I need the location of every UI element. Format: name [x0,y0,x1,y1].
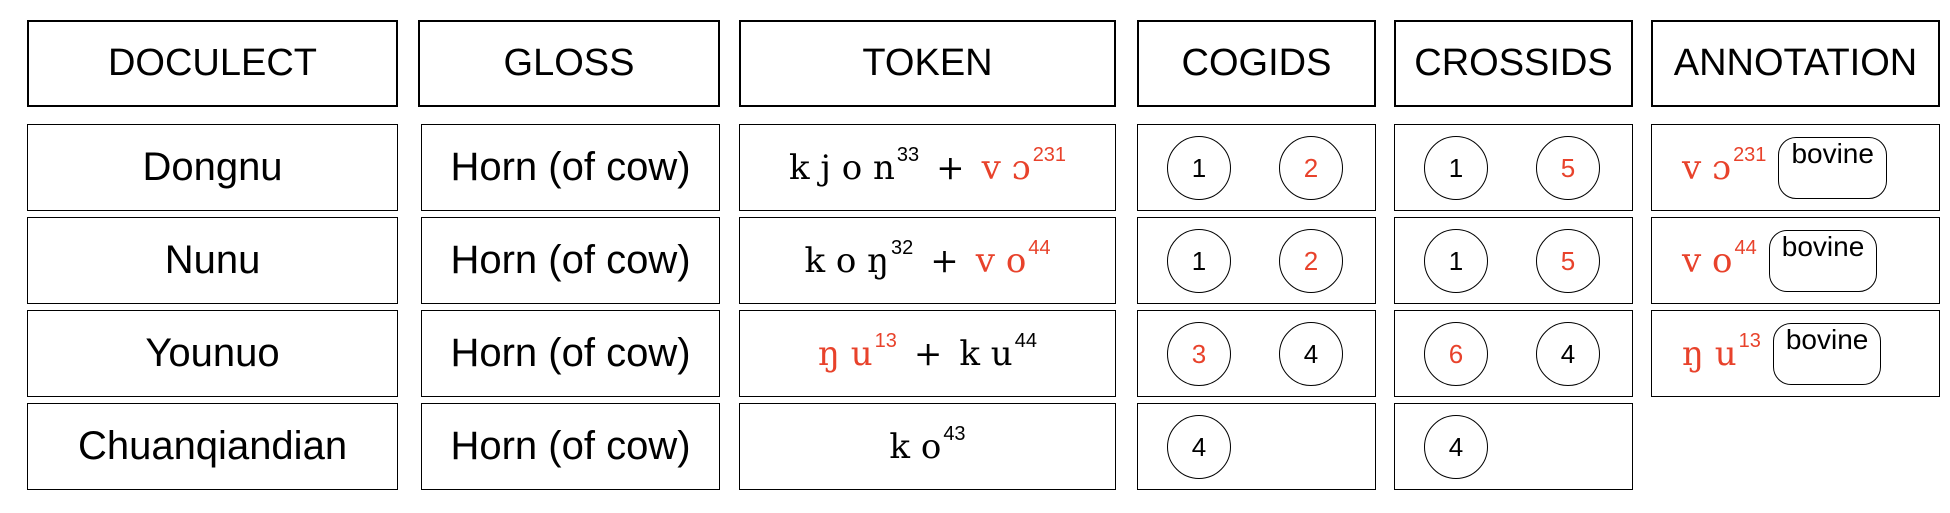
morpheme-tone: 44 [1028,236,1051,259]
cogids-cell [1137,310,1376,397]
doculect-cell: Nunu [27,217,398,304]
cogid-circle: 4 [1279,322,1343,386]
crossid-circle: 1 [1424,136,1488,200]
cogid-circle: 3 [1167,322,1231,386]
crossid-circle: 5 [1536,136,1600,200]
crossids-cell [1394,403,1633,490]
morpheme-tone: 231 [1733,143,1767,166]
cogid-circle: 4 [1167,415,1231,479]
morpheme-tone: 43 [943,422,966,445]
morpheme-segments: v ɔ [981,147,1031,188]
morpheme-segments: v ɔ [1682,147,1732,188]
doculect-cell: Dongnu [27,124,398,211]
crossid-circle: 4 [1424,415,1488,479]
doculect-cell: Chuanqiandian [27,403,398,490]
morpheme-segments: k o ŋ [804,240,890,281]
crossids-cell [1394,310,1633,397]
morpheme-tone: 44 [1014,329,1037,352]
doculect-cell: Younuo [27,310,398,397]
annotation-tag: bovine [1772,322,1882,385]
cogids-cell [1137,217,1376,304]
header-annotation: ANNOTATION [1651,20,1940,107]
morpheme-segments: k o [889,426,942,467]
gloss-cell: Horn (of cow) [421,403,720,490]
morpheme-segments: ŋ u [818,333,873,374]
annotation-tag: bovine [1778,136,1887,199]
gloss-cell: Horn (of cow) [421,217,720,304]
gloss-cell: Horn (of cow) [421,310,720,397]
header-doculect: DOCULECT [27,20,398,107]
crossid-circle: 4 [1536,322,1600,386]
cogid-circle: 1 [1167,229,1231,293]
header-gloss: GLOSS [418,20,720,107]
cogid-circle: 2 [1279,136,1343,200]
morpheme-tone: 33 [896,143,920,166]
header-crossids: CROSSIDS [1394,20,1633,107]
morpheme-segments: v o [975,240,1027,281]
crossids-cell [1394,124,1633,211]
morpheme-tone: 13 [874,329,897,352]
morpheme-segments: ŋ u [1682,333,1737,374]
cogids-cell [1137,403,1376,490]
gloss-cell: Horn (of cow) [421,124,720,211]
morpheme-segments: k u [959,333,1013,374]
header-cogids: COGIDS [1137,20,1376,107]
cogids-cell [1137,124,1376,211]
morpheme-separator: + [913,333,943,374]
crossid-circle: 6 [1424,322,1488,386]
morpheme-separator: + [930,240,959,281]
crossid-circle: 1 [1424,229,1488,293]
morpheme-tone: 231 [1032,143,1067,166]
morpheme-tone: 32 [891,236,914,259]
crossids-cell [1394,217,1633,304]
crossid-circle: 5 [1536,229,1600,293]
morpheme-segments: k j o n [788,147,895,188]
morpheme-tone: 44 [1734,236,1757,259]
morpheme-segments: v o [1682,240,1733,281]
morpheme-tone: 13 [1738,329,1761,352]
morpheme-separator: + [936,147,965,188]
header-token: TOKEN [739,20,1116,107]
cogid-circle: 2 [1279,229,1343,293]
annotation-tag: bovine [1768,229,1878,292]
cogid-circle: 1 [1167,136,1231,200]
